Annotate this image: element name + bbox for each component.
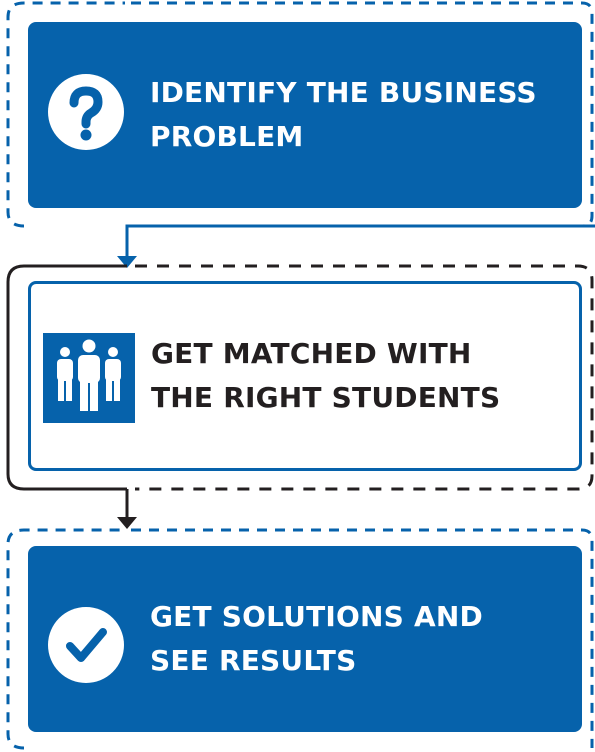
step-1-dashed-frame	[6, 1, 594, 228]
connector-arrowhead-1	[117, 256, 137, 268]
connector-arrowhead-2	[117, 517, 137, 529]
step-3-text: GET SOLUTIONS AND SEE RESULTS	[150, 546, 483, 732]
step-2-dashed-frame	[135, 264, 594, 491]
step-2-text: GET MATCHED WITH THE RIGHT STUDENTS	[151, 284, 500, 468]
people-group-icon	[43, 333, 135, 423]
step-3-dashed-frame	[6, 528, 594, 750]
step-card-identify-problem: IDENTIFY THE BUSINESS PROBLEM	[28, 22, 582, 208]
step-3-line-1: GET SOLUTIONS AND	[150, 600, 483, 633]
step-2-line-1: GET MATCHED WITH	[151, 337, 472, 370]
check-mark-icon	[48, 607, 124, 683]
step-card-get-matched: GET MATCHED WITH THE RIGHT STUDENTS	[28, 281, 582, 471]
connector-arrow-1	[125, 224, 595, 258]
step-2-line-2: THE RIGHT STUDENTS	[151, 381, 501, 414]
step-2-solid-frame	[6, 264, 127, 491]
question-mark-icon	[48, 74, 124, 150]
step-1-text: IDENTIFY THE BUSINESS PROBLEM	[150, 22, 537, 208]
step-card-get-solutions: GET SOLUTIONS AND SEE RESULTS	[28, 546, 582, 732]
step-3-line-2: SEE RESULTS	[150, 644, 357, 677]
step-1-line-1: IDENTIFY THE BUSINESS	[150, 76, 537, 109]
step-1-line-2: PROBLEM	[150, 120, 304, 153]
